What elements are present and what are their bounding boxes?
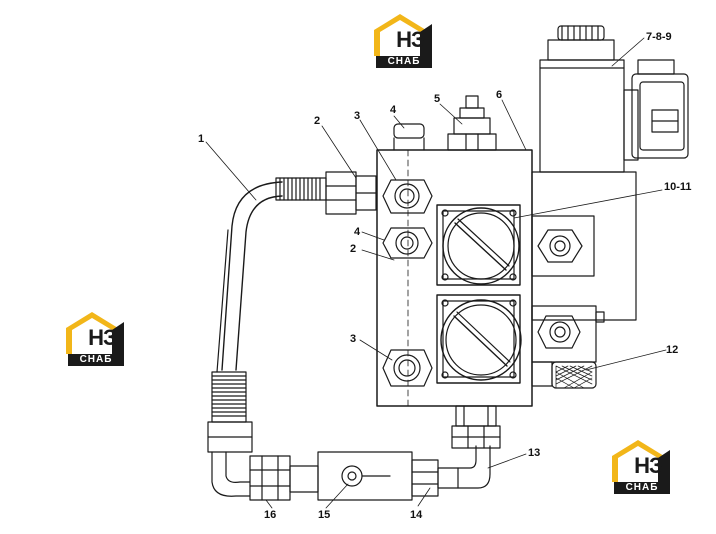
callout-6: 6 [496,89,502,101]
callout-12: 12 [666,344,678,356]
top-cap [393,123,425,151]
hose-1 [216,181,283,373]
plug-5 [447,95,497,151]
watermark-logo-left: НЗ СНАБ [62,310,126,366]
watermark-letters: НЗ [634,453,663,478]
hex-plug-lower [382,349,433,387]
hex-plug-middle [382,227,433,259]
solenoid-connector [623,59,689,161]
watermark-logo-bottom-right: НЗ СНАБ [608,438,672,494]
watermark-band: СНАБ [376,56,432,68]
callout-14: 14 [410,509,423,521]
cartridge-upper [436,204,521,286]
watermark-letters: НЗ [88,325,117,350]
hose-corrugated-end-lower [207,371,253,453]
lower-pipe-assembly [211,445,491,501]
callout-13: 13 [528,447,540,459]
block-lower-fitting [451,405,501,449]
callout-5: 5 [434,93,440,105]
callout-15: 15 [318,509,330,521]
solenoid-coil [539,25,625,173]
valve-block [376,149,533,407]
callout-3-lower: 3 [350,333,356,345]
callout-4-upper: 4 [390,104,397,116]
callout-1: 1 [198,133,204,145]
cartridge-lower [436,294,522,384]
house-icon [66,312,124,354]
callout-3-upper: 3 [354,110,360,122]
callout-10-11: 10-11 [664,181,692,193]
callout-4-lower: 4 [354,226,361,238]
hex-plug-upper [382,179,433,214]
house-icon [612,440,670,482]
leader-lines [205,37,667,509]
callout-16: 16 [264,509,276,521]
house-icon [374,14,432,56]
callout-2-lower: 2 [350,243,356,255]
callout-7-8-9: 7-8-9 [646,31,672,43]
watermark-logo-top: НЗ СНАБ [370,12,434,68]
watermark-band: СНАБ [68,354,124,366]
hose-nut-upper [325,171,377,215]
watermark-band: СНАБ [614,482,670,494]
hose-corrugated-end-upper [275,177,327,201]
watermark-letters: НЗ [396,27,425,52]
solenoid-housing [531,171,637,363]
filter-12 [531,361,597,389]
callout-2-upper: 2 [314,115,320,127]
